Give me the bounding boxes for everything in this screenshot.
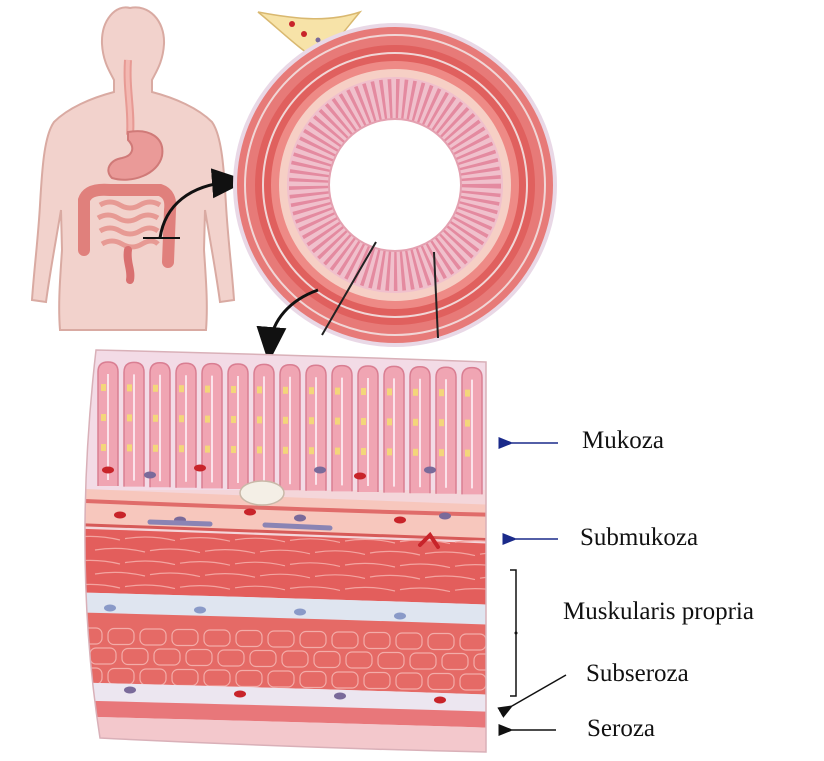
intestine-cross-section-icon xyxy=(233,23,557,347)
label-muskularis-propria: Muskularis propria xyxy=(563,598,754,626)
tissue-layers-block-icon xyxy=(60,340,530,756)
label-subseroza: Subseroza xyxy=(586,660,689,688)
label-submukoza: Submukoza xyxy=(580,524,698,552)
label-mukoza: Mukoza xyxy=(582,427,664,455)
label-seroza: Seroza xyxy=(587,715,655,743)
human-body-icon xyxy=(32,7,234,330)
subseroza-arrow xyxy=(512,675,566,706)
